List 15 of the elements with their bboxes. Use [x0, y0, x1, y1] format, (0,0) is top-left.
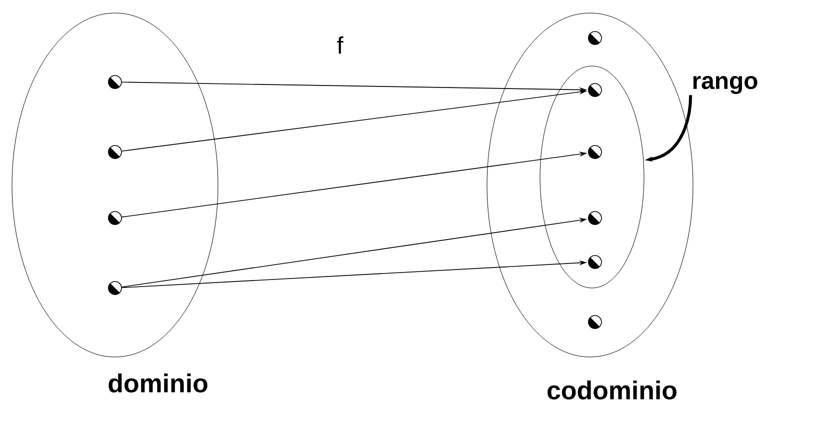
- point-dot: [588, 31, 602, 45]
- node-label: dominio: [108, 374, 208, 393]
- point-dot: [108, 145, 122, 159]
- point-dot: [588, 315, 602, 329]
- point-dot: [588, 83, 602, 97]
- node-label: codominio: [548, 380, 676, 400]
- point-dot: [108, 281, 122, 295]
- set-ellipse: [540, 66, 644, 288]
- function-label: f: [337, 36, 344, 54]
- point-dot: [588, 211, 602, 225]
- set-label: rango: [693, 76, 758, 94]
- point-dot: [108, 75, 122, 89]
- point-dot: [108, 211, 122, 225]
- point-dot: [588, 145, 602, 159]
- point-dot: [588, 255, 602, 269]
